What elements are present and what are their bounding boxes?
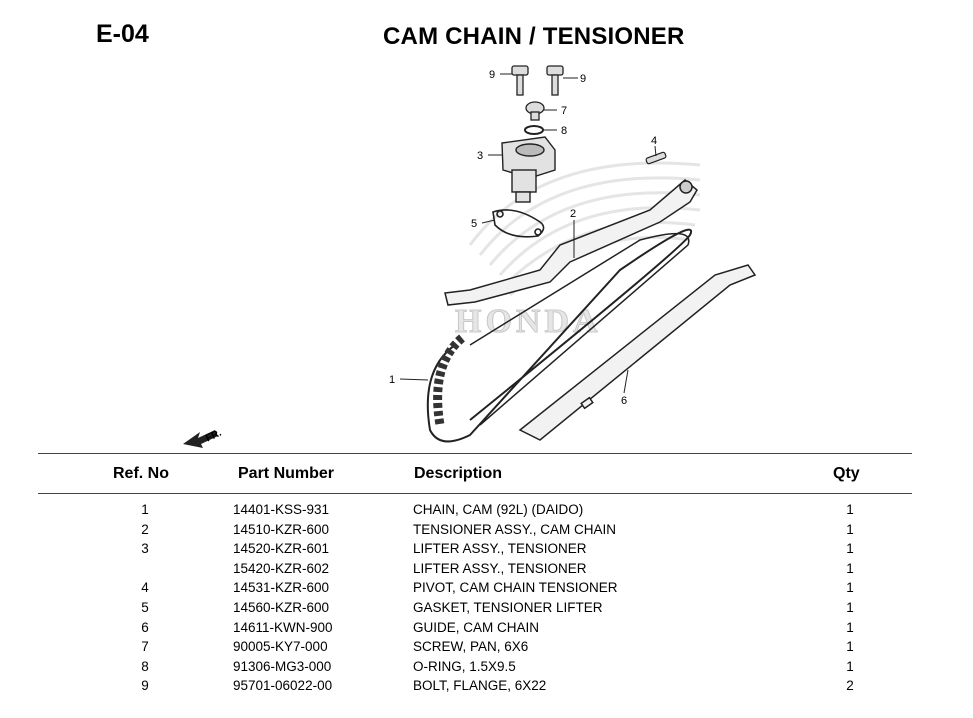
- row-qty: 1: [846, 599, 854, 615]
- callout-4: 4: [651, 135, 657, 147]
- row-part-number: 95701-06022-00: [233, 678, 333, 694]
- parts-table: 1 14401-KSS-931 CHAIN, CAM (92L) (DAIDO)…: [0, 502, 973, 698]
- row-description: TENSIONER ASSY., CAM CHAIN: [413, 521, 617, 537]
- row-part-number: 14560-KZR-600: [233, 599, 330, 615]
- callout-7: 7: [561, 105, 567, 117]
- row-description: LIFTER ASSY., TENSIONER: [413, 560, 587, 576]
- row-description: BOLT, FLANGE, 6X22: [413, 678, 547, 694]
- row-part-number: 14401-KSS-931: [233, 502, 330, 517]
- row-description: O-RING, 1.5X9.5: [413, 658, 516, 674]
- o-ring-icon: [524, 125, 544, 135]
- row-part-number: 90005-KY7-000: [233, 639, 328, 655]
- leader-lines: [399, 73, 657, 394]
- table-row: 1 14401-KSS-931 CHAIN, CAM (92L) (DAIDO)…: [0, 502, 973, 522]
- row-description: PIVOT, CAM CHAIN TENSIONER: [413, 580, 618, 596]
- table-row: 9 95701-06022-00 BOLT, FLANGE, 6X22 2: [0, 678, 973, 698]
- row-part-number: 14531-KZR-600: [233, 580, 330, 596]
- row-ref: 3: [141, 541, 149, 557]
- header-part-number: Part Number: [238, 465, 335, 482]
- gasket-icon: [492, 209, 545, 238]
- callout-5: 5: [471, 218, 477, 230]
- header-qty: Qty: [833, 465, 860, 482]
- row-ref: 5: [141, 599, 149, 615]
- callout-9-right: 9: [580, 73, 586, 85]
- table-row: 3 14520-KZR-601 LIFTER ASSY., TENSIONER …: [0, 541, 973, 561]
- row-description: GASKET, TENSIONER LIFTER: [413, 599, 603, 615]
- row-ref: 1: [141, 502, 149, 517]
- table-row: 5 14560-KZR-600 GASKET, TENSIONER LIFTER…: [0, 600, 973, 620]
- row-ref: 6: [141, 619, 149, 635]
- row-description: GUIDE, CAM CHAIN: [413, 619, 540, 635]
- cam-chain-icon: [426, 228, 693, 443]
- front-marker: FR.: [204, 428, 223, 445]
- table-row: 6 14611-KWN-900 GUIDE, CAM CHAIN 1: [0, 620, 973, 640]
- table-row: 15420-KZR-602 LIFTER ASSY., TENSIONER 1: [0, 561, 973, 581]
- exploded-diagram: HONDA: [183, 65, 757, 448]
- page-title: CAM CHAIN / TENSIONER: [383, 23, 685, 50]
- header-description: Description: [414, 465, 503, 482]
- table-row: 8 91306-MG3-000 O-RING, 1.5X9.5 1: [0, 659, 973, 679]
- callout-9-left: 9: [489, 69, 495, 81]
- table-row: 7 90005-KY7-000 SCREW, PAN, 6X6 1: [0, 639, 973, 659]
- row-qty: 1: [846, 521, 854, 537]
- row-ref: 2: [141, 521, 149, 537]
- row-qty: 1: [846, 560, 854, 576]
- row-ref: 8: [141, 658, 149, 674]
- chain-guide-icon: [518, 264, 757, 441]
- row-part-number: 14520-KZR-601: [233, 541, 330, 557]
- pivot-pin-icon: [645, 151, 667, 165]
- row-qty: 1: [846, 639, 854, 655]
- bolt-left-icon: [511, 65, 529, 96]
- row-description: CHAIN, CAM (92L) (DAIDO): [413, 502, 584, 517]
- callout-1: 1: [389, 374, 395, 386]
- table-top-rule: [38, 453, 912, 454]
- table-row: 2 14510-KZR-600 TENSIONER ASSY., CAM CHA…: [0, 522, 973, 542]
- front-arrow-icon: [183, 430, 218, 448]
- bolt-right-icon: [546, 65, 564, 96]
- callout-8: 8: [561, 125, 567, 137]
- callout-6: 6: [621, 395, 627, 407]
- table-row: 4 14531-KZR-600 PIVOT, CAM CHAIN TENSION…: [0, 580, 973, 600]
- row-ref: 7: [141, 639, 149, 655]
- page-code: E-04: [96, 20, 149, 48]
- row-ref: 9: [141, 678, 149, 694]
- tensioner-arm-icon: [444, 179, 698, 306]
- row-part-number: 14510-KZR-600: [233, 521, 330, 537]
- callout-2: 2: [570, 208, 576, 220]
- row-part-number: 91306-MG3-000: [233, 658, 332, 674]
- row-part-number: 15420-KZR-602: [233, 560, 330, 576]
- row-qty: 1: [846, 658, 854, 674]
- callout-3: 3: [477, 150, 483, 162]
- honda-wing-watermark: [468, 161, 701, 297]
- row-ref: 4: [141, 580, 149, 596]
- table-header-rule: [38, 493, 912, 494]
- row-qty: 1: [846, 580, 854, 596]
- row-qty: 2: [846, 678, 854, 694]
- row-description: SCREW, PAN, 6X6: [413, 639, 529, 655]
- header-ref-no: Ref. No: [113, 465, 169, 482]
- row-qty: 1: [846, 502, 854, 517]
- row-qty: 1: [846, 541, 854, 557]
- row-description: LIFTER ASSY., TENSIONER: [413, 541, 587, 557]
- screw-icon: [525, 101, 545, 121]
- tensioner-lifter-icon: [501, 136, 556, 203]
- row-qty: 1: [846, 619, 854, 635]
- row-part-number: 14611-KWN-900: [233, 619, 333, 635]
